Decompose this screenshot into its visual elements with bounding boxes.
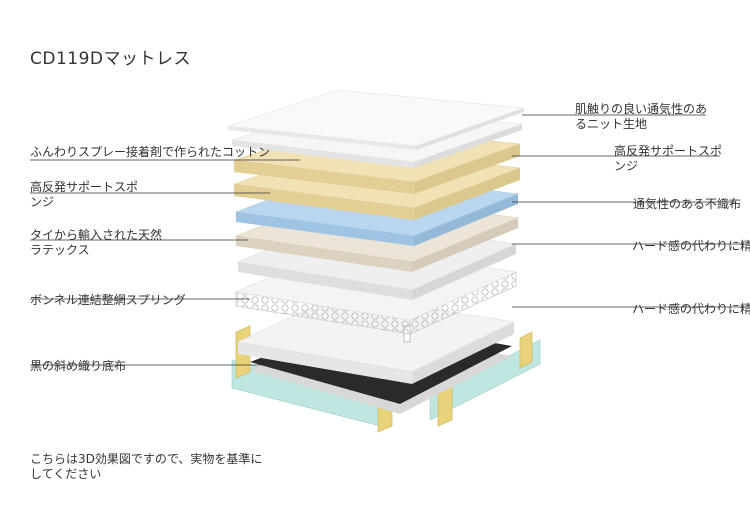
label-spring: ボンネル連結整網スプリング: [30, 293, 186, 307]
label-sponge-right: 高反発サポートスポ ンジ: [614, 144, 723, 173]
label-base-fabric: 黒の斜め織り底布: [30, 359, 127, 373]
right-leader-lines: [512, 114, 750, 308]
label-latex: タイから輸入された天然 ラテックス: [30, 228, 163, 257]
base-frame: [231, 325, 541, 433]
label-sponge-left: 高反発サポートスポ ンジ: [30, 180, 139, 209]
page-title: CD119Dマットレス: [30, 49, 191, 69]
label-felt-1: ハード感の代わりに精: [632, 239, 750, 253]
disclaimer-note: こちらは3D効果図ですので、実物を基準に してください: [30, 452, 263, 481]
label-felt-2: ハード感の代わりに精: [632, 302, 750, 316]
label-knit: 肌触りの良い通気性のあ るニット生地: [575, 102, 708, 131]
label-cotton: ふんわりスプレー接着剤で作られたコットン: [30, 145, 271, 159]
label-nonwoven: 通気性のある不織布: [633, 197, 742, 211]
layer-knit-top: [227, 89, 525, 150]
left-leader-lines: [30, 159, 300, 366]
